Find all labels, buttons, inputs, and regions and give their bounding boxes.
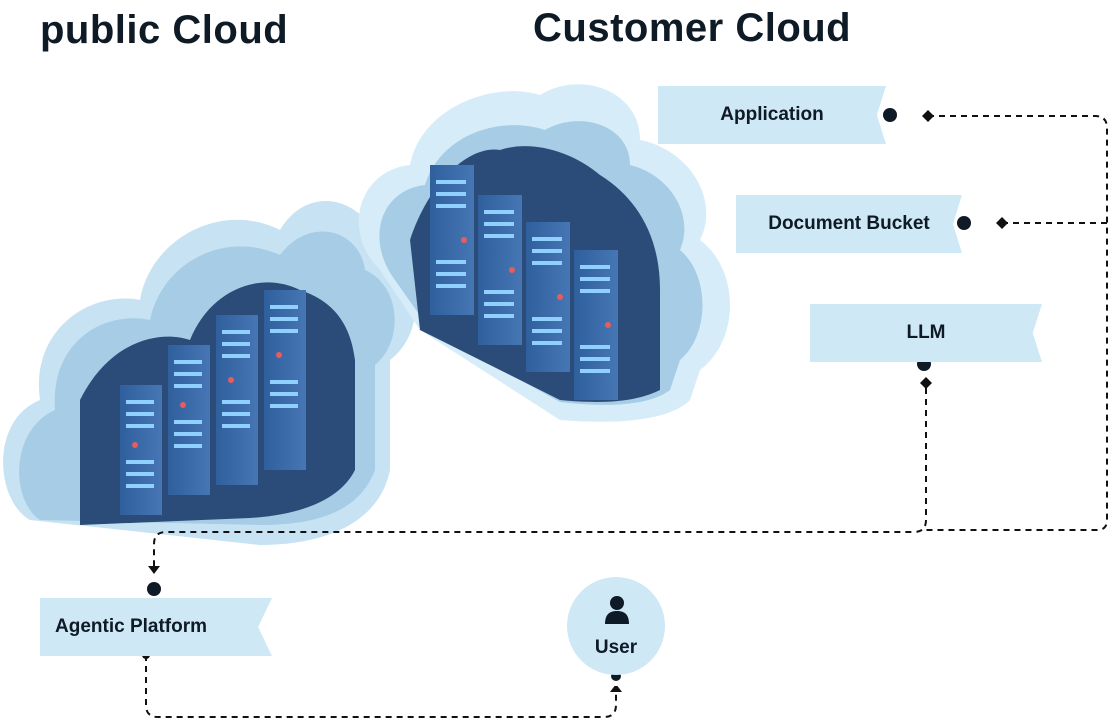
document-bucket-node: Document Bucket: [736, 195, 962, 253]
application-node: Application: [658, 86, 886, 144]
public-cloud-illustration: [3, 201, 416, 545]
document-bucket-label: Document Bucket: [768, 213, 930, 234]
user-node: User: [567, 577, 665, 675]
user-label: User: [594, 637, 638, 658]
public-server-leds: [126, 305, 298, 488]
public-cloud-heading: public Cloud: [40, 8, 289, 52]
customer-cloud-illustration: [358, 84, 730, 422]
llm-connector: [153, 388, 927, 566]
connector-lines: [145, 115, 1108, 718]
customer-cloud-heading: Customer Cloud: [533, 6, 852, 50]
llm-node: LLM: [810, 304, 1042, 362]
agent-user-connector: [145, 655, 617, 718]
agentic-platform-label: Agentic Platform: [55, 616, 208, 637]
agentic-platform-node: Agentic Platform: [40, 598, 272, 656]
user-icon: [605, 596, 629, 624]
application-label: Application: [720, 104, 824, 125]
llm-label: LLM: [906, 322, 946, 343]
